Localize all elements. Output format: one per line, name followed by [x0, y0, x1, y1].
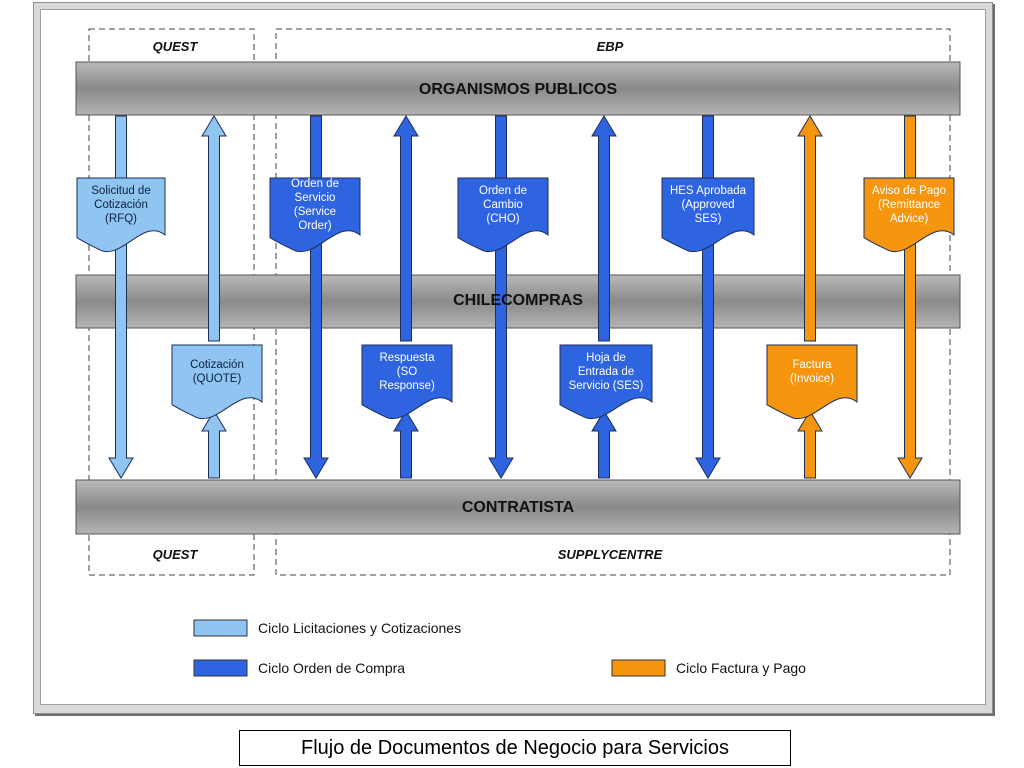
arrow-ses-approved-down: [695, 115, 721, 479]
document-shape: [559, 344, 653, 419]
arrow-ses-up-lower: [591, 410, 617, 479]
document-label-line: Servicio: [295, 192, 336, 204]
document-label-line: (CHO): [486, 213, 519, 225]
document-shape: [269, 177, 361, 252]
document-rfq: Solicitud de Cotización (RFQ): [76, 177, 166, 252]
arrow-ses-up-upper: [591, 115, 617, 342]
document-label-line: Cotización: [190, 359, 244, 371]
region-label-quest-bottom: QUEST: [153, 547, 199, 562]
arrow-so-response-up-upper: [393, 115, 419, 342]
document-label-line: Order): [298, 220, 331, 232]
document-label-line: (RFQ): [105, 213, 137, 225]
document-shape: [76, 177, 166, 252]
document-shape: [863, 177, 955, 252]
arrow-quote-up-lower: [201, 410, 227, 479]
band-label-contratista: CONTRATISTA: [462, 499, 575, 516]
document-label-line: Factura: [793, 359, 833, 371]
quest-region: [88, 28, 255, 576]
arrow-so-response-up-lower: [393, 410, 419, 479]
region-label-supplycentre: SUPPLYCENTRE: [558, 547, 663, 562]
document-label-line: Entrada de: [578, 366, 634, 378]
document-label-line: Advice): [890, 213, 929, 225]
document-label-line: HES Aprobada: [670, 185, 747, 197]
legend-label-orden-compra: Ciclo Orden de Compra: [258, 660, 405, 676]
document-label-line: Solicitud de: [91, 185, 150, 197]
document-shape: [171, 344, 263, 419]
band-label-organismos: ORGANISMOS PUBLICOS: [419, 81, 618, 98]
flow-documents: Solicitud de Cotización (RFQ) Orden de Servi…: [76, 177, 955, 419]
document-shape: [361, 344, 453, 419]
document-so-response: Respuesta (SO Response): [361, 344, 453, 419]
legend: Ciclo Licitaciones y Cotizaciones Ciclo …: [193, 619, 806, 677]
document-label-line: Orden de: [479, 185, 527, 197]
legend-label-factura-pago: Ciclo Factura y Pago: [676, 660, 806, 676]
legend-swatch-licitaciones: [193, 619, 248, 637]
document-label-line: (Remittance: [878, 199, 940, 211]
document-label-line: (Approved: [681, 199, 734, 211]
document-ses: Hoja de Entrada de Servicio (SES): [559, 344, 653, 419]
arrow-invoice-up-lower: [797, 410, 823, 479]
document-shape: [457, 177, 549, 252]
document-label-line: Hoja de: [586, 352, 626, 364]
region-label-quest-top: QUEST: [153, 39, 199, 54]
document-label-line: SES): [695, 213, 722, 225]
document-label-line: Aviso de Pago: [872, 185, 946, 197]
arrow-cho-down: [488, 115, 514, 479]
document-label-line: (QUOTE): [193, 373, 242, 385]
legend-label-licitaciones: Ciclo Licitaciones y Cotizaciones: [258, 620, 461, 636]
arrow-quote-up-upper: [201, 115, 227, 342]
document-shape: [661, 177, 755, 252]
document-label-line: (Service: [294, 206, 336, 218]
band-organismos: [75, 61, 961, 116]
arrow-rfq-down: [108, 115, 134, 479]
document-label-line: (SO: [397, 366, 418, 378]
document-label-line: Response): [379, 380, 435, 392]
flow-arrows: [108, 115, 923, 479]
document-shape: [766, 344, 858, 419]
figure-caption: Flujo de Documentos de Negocio para Serv…: [239, 730, 791, 766]
band-label-chilecompras: CHILECOMPRAS: [453, 292, 583, 309]
arrow-service-order-down: [303, 115, 329, 479]
arrow-remittance-down: [897, 115, 923, 479]
supplycentre-region: [275, 312, 951, 576]
document-label-line: Respuesta: [380, 352, 436, 364]
document-quote: Cotización (QUOTE): [171, 344, 263, 419]
document-label-line: (Invoice): [790, 373, 834, 385]
document-label-line: Orden de: [291, 178, 339, 190]
legend-swatch-factura-pago: [611, 659, 666, 677]
region-label-ebp: EBP: [597, 39, 624, 54]
document-invoice: Factura (Invoice): [766, 344, 858, 419]
document-label-line: Cambio: [483, 199, 523, 211]
arrow-invoice-up-upper: [797, 115, 823, 342]
band-contratista: [75, 479, 961, 535]
document-label-line: Cotización: [94, 199, 148, 211]
document-label-line: Servicio (SES): [569, 380, 644, 392]
document-cho: Orden de Cambio (CHO): [457, 177, 549, 252]
legend-swatch-orden-compra: [193, 659, 248, 677]
